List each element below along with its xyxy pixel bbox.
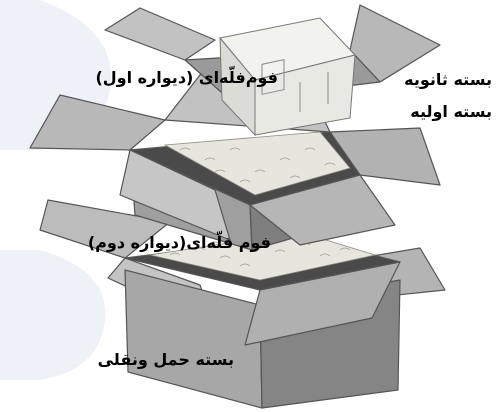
watermark-shapes	[0, 0, 112, 380]
transport-package-label: بسته حمل ونقلی	[97, 350, 234, 369]
device-unit	[219, 17, 356, 137]
foam-second-wall-label: فوم فلّه‌ای(دیواره دوم)	[87, 233, 271, 252]
secondary-package-label: بسته ثانویه	[404, 70, 492, 89]
foam-layer-first	[163, 131, 351, 196]
foam-first-wall-label: فوم‌فلّه‌ای (دیواره اول)	[95, 68, 278, 87]
primary-package-label: بسته اولیه	[410, 102, 492, 121]
